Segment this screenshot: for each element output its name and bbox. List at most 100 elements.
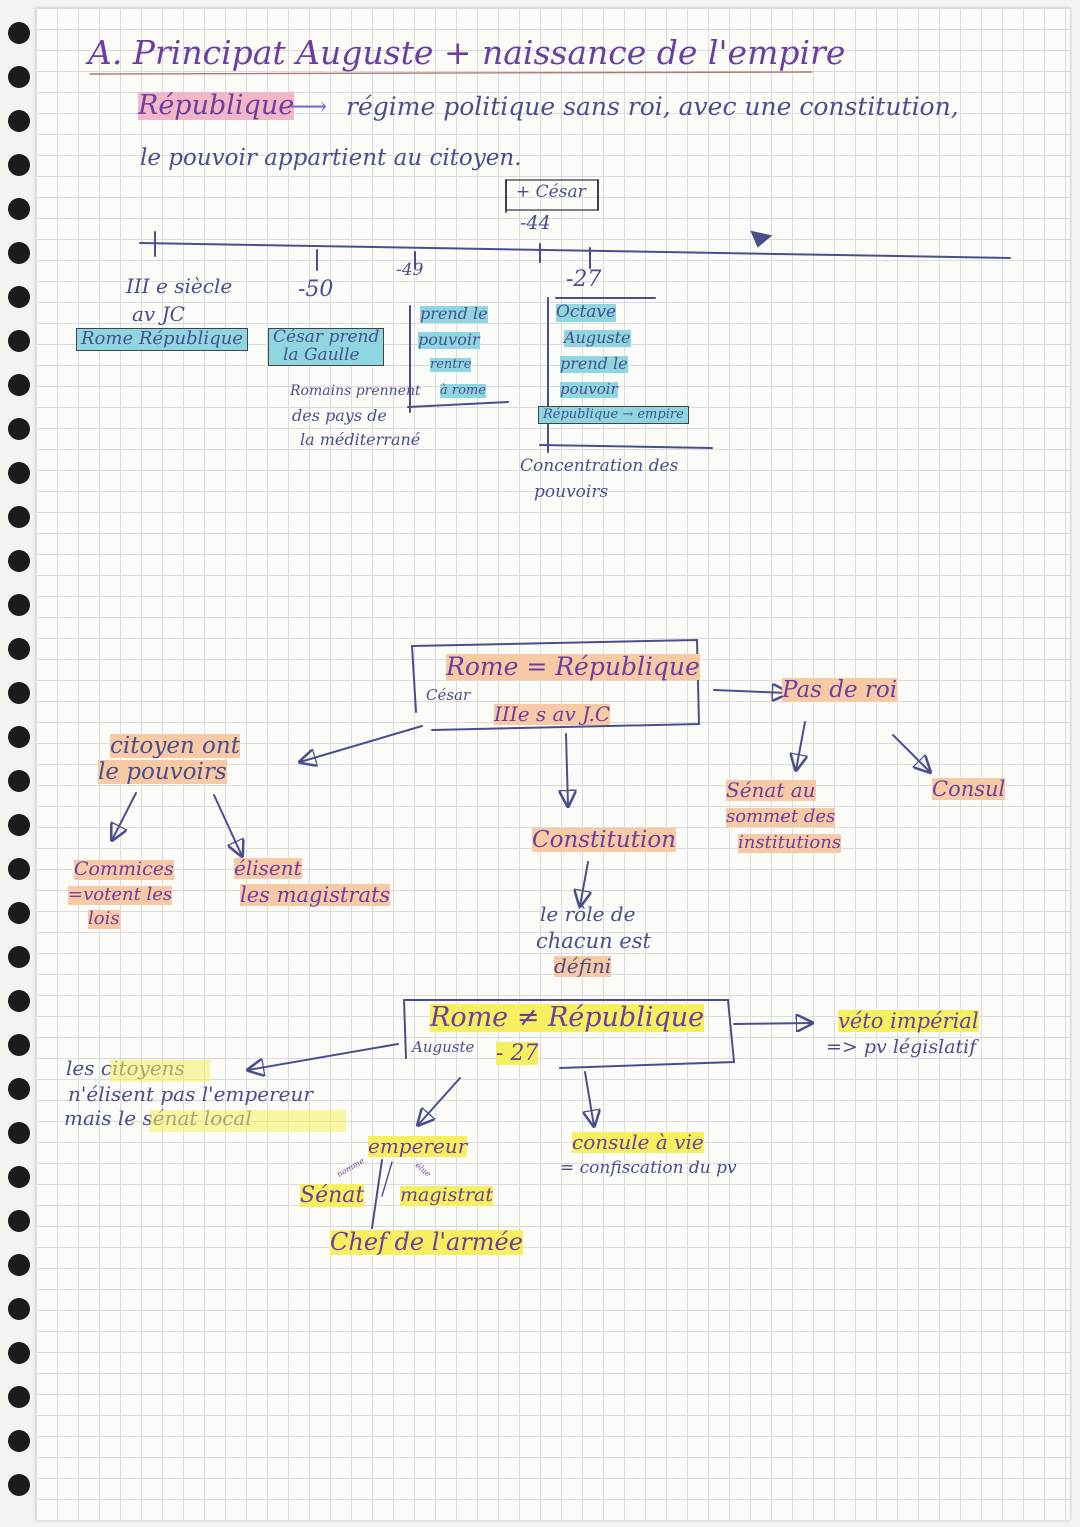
timeline-date-44: -44: [520, 212, 551, 234]
binder-hole: [8, 1254, 30, 1276]
binder-hole: [8, 770, 30, 792]
binder-hole: [8, 1034, 30, 1056]
diagram1-center-side: César: [426, 686, 471, 704]
binder-hole: [8, 946, 30, 968]
event-octave-3: prend le: [560, 354, 628, 373]
event-cesar-gaule: César prend la Gaulle: [268, 328, 385, 366]
event-prend-2: pouvoir: [418, 330, 480, 349]
event-prend-3: rentre: [430, 357, 472, 372]
diagram2-chef-armee: Chef de l'armée: [330, 1228, 523, 1256]
diagram1-role-2: chacun est: [536, 929, 651, 953]
highlight-citoyens: [110, 1060, 210, 1082]
binder-hole: [8, 726, 30, 748]
binder-hole: [8, 66, 30, 88]
event-octave-1: Octave: [556, 302, 617, 322]
event-prend-1: prend le: [420, 304, 488, 323]
diagram2-center-title: Rome ≠ République: [430, 1002, 705, 1033]
binder-hole: [8, 902, 30, 924]
definition-line-2: le pouvoir appartient au citoyen.: [140, 145, 522, 171]
binder-hole: [8, 990, 30, 1012]
binder-hole: [8, 1166, 30, 1188]
binder-hole: [8, 330, 30, 352]
binder-hole: [8, 1474, 30, 1496]
event-romains-1: Romains prennent: [290, 383, 421, 399]
diagram2-consul-1: consule à vie: [572, 1130, 704, 1154]
definition-line-1: régime politique sans roi, avec une cons…: [346, 92, 959, 121]
diagram1-elisent-2: les magistrats: [240, 883, 391, 907]
diagram1-role-3: défini: [554, 954, 612, 978]
event-octave-2: Auguste: [564, 328, 631, 347]
binder-hole: [8, 1210, 30, 1232]
title-underline: [89, 71, 813, 75]
diagram1-center-date: IIIe s av J.C: [494, 702, 611, 726]
binder-hole: [8, 154, 30, 176]
timeline-cesar-death: + César: [516, 182, 586, 202]
diagram2-center-date: - 27: [496, 1041, 539, 1066]
binder-hole: [8, 594, 30, 616]
binder-hole: [8, 1078, 30, 1100]
timeline-line: [139, 242, 1011, 259]
notebook-page: [36, 8, 1070, 1520]
diagram2-empereur: empereur: [368, 1134, 468, 1158]
event-rome-republique: Rome République: [76, 328, 248, 351]
event-concentration-2: pouvoirs: [534, 482, 609, 502]
binder-hole: [8, 1298, 30, 1320]
timeline-date-3rd-century: III e siècle: [126, 274, 233, 298]
diagram1-senat-1: Sénat au: [726, 778, 816, 802]
diagram1-comices-3: lois: [88, 908, 120, 929]
event-concentration-1: Concentration des: [520, 456, 679, 476]
binder-hole: [8, 858, 30, 880]
highlight-senat-local: [150, 1110, 346, 1132]
binder-hole: [8, 682, 30, 704]
diagram2-senat: Sénat: [300, 1183, 365, 1208]
binder-hole: [8, 814, 30, 836]
diagram1-comices-2: =votent les: [68, 884, 173, 905]
diagram1-role-1: le rôle de: [540, 902, 636, 926]
binder-hole: [8, 374, 30, 396]
diagram1-citizens-2: le pouvoirs: [98, 759, 227, 785]
timeline-date-50: -50: [298, 277, 334, 302]
diagram2-consul-2: = confiscation du pv: [560, 1158, 737, 1178]
diagram1-citizens-1: citoyen ont: [110, 733, 240, 759]
binder-hole: [8, 22, 30, 44]
page-title: A. Principat Auguste + naissance de l'em…: [88, 33, 846, 72]
binder-hole: [8, 1386, 30, 1408]
diagram1-constitution: Constitution: [532, 827, 676, 853]
diagram1-pas-de-roi: Pas de roi: [782, 677, 898, 703]
binder-hole: [8, 198, 30, 220]
diagram1-center-title: Rome = République: [446, 652, 700, 681]
definition-term: République: [138, 90, 295, 121]
diagram2-veto-1: véto impérial: [838, 1009, 979, 1033]
binder-hole: [8, 1342, 30, 1364]
diagram2-magistrat: magistrat: [400, 1184, 494, 1206]
diagram2-center-side: Auguste: [412, 1038, 475, 1056]
diagram1-elisent-1: élisent: [234, 856, 302, 880]
binder-hole: [8, 462, 30, 484]
binder-hole: [8, 286, 30, 308]
cesar-box: [505, 179, 599, 211]
binder-hole: [8, 110, 30, 132]
event-romains-2: des pays de: [292, 406, 387, 425]
diagram1-consul: Consul: [932, 777, 1006, 801]
timeline-date-bc: av JC: [132, 302, 185, 326]
binder-hole: [8, 638, 30, 660]
timeline-date-27: -27: [566, 267, 602, 292]
diagram1-senat-2: sommet des: [726, 806, 836, 827]
diagram1-comices-1: Commices: [74, 858, 174, 880]
binder-hole: [8, 242, 30, 264]
diagram2-veto-2: => pv législatif: [826, 1036, 977, 1058]
binder-hole: [8, 550, 30, 572]
event-prend-4: à rome: [440, 383, 486, 398]
definition-arrow: ⟶: [290, 92, 328, 122]
binder-hole: [8, 1430, 30, 1452]
event-romains-3: la méditerrané: [300, 430, 421, 449]
timeline-arrowhead: [750, 230, 773, 248]
binder-hole: [8, 1122, 30, 1144]
timeline-date-49: -49: [396, 260, 424, 280]
binder-hole: [8, 418, 30, 440]
binder-hole: [8, 506, 30, 528]
diagram2-citizens-2: n'élisent pas l'empereur: [68, 1082, 313, 1106]
diagram1-senat-3: institutions: [738, 832, 842, 853]
event-octave-4: pouvoir: [560, 380, 618, 398]
